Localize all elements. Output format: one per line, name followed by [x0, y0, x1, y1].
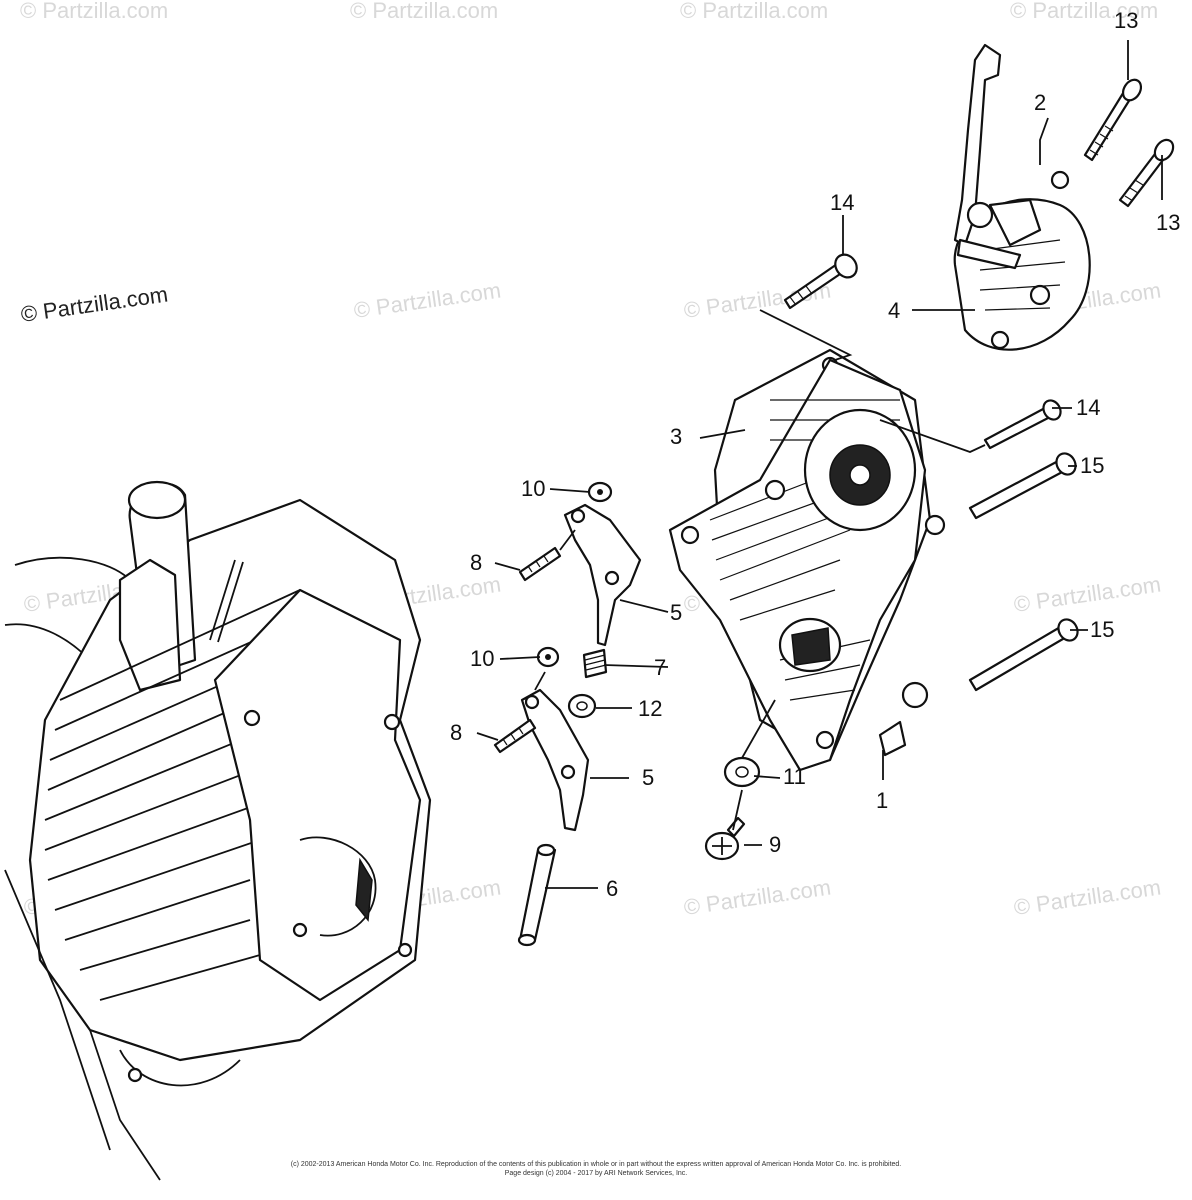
- callout-2: 2: [1034, 90, 1046, 115]
- part-10-nut-upper: [587, 481, 613, 503]
- bolt-15-upper: [968, 452, 1077, 520]
- callout-11: 11: [783, 764, 806, 789]
- part-9-screw: [704, 816, 746, 861]
- watermark: © Partzilla.com: [352, 278, 502, 323]
- bolt-14-upper: [783, 253, 858, 310]
- bolt-15-lower: [968, 618, 1079, 692]
- callout-13: 13: [1114, 8, 1138, 33]
- callout-10: 10: [470, 646, 494, 671]
- watermark-main: © Partzilla.com: [19, 282, 169, 327]
- callout-5: 5: [642, 765, 654, 790]
- part-6-pin: [517, 843, 557, 947]
- part-11-washer: [723, 756, 761, 788]
- callout-14: 14: [1076, 395, 1100, 420]
- engine-head-illustration: [4, 480, 432, 1181]
- watermark: © Partzilla.com: [680, 0, 828, 23]
- callout-4: 4: [888, 298, 900, 323]
- leader-lines: [476, 40, 1163, 889]
- bolt-13-upper: [1083, 78, 1143, 162]
- callout-10: 10: [521, 476, 545, 501]
- part-5-lever-upper: [563, 503, 642, 647]
- callout-15: 15: [1090, 617, 1114, 642]
- callout-14: 14: [830, 190, 854, 215]
- callout-8: 8: [450, 720, 462, 745]
- part-1-cover: [668, 358, 946, 772]
- part-12-washer: [567, 693, 597, 719]
- callout-8: 8: [470, 550, 482, 575]
- callout-labels: 13 2 13 14 4 3 14 15 15 10 8 5 10 7 12 8…: [450, 8, 1180, 901]
- watermark: © Partzilla.com: [1010, 0, 1158, 23]
- watermark: © Partzilla.com: [1012, 572, 1162, 617]
- callout-15: 15: [1080, 453, 1104, 478]
- watermark: © Partzilla.com: [20, 0, 168, 23]
- callout-9: 9: [769, 832, 781, 857]
- callout-13: 13: [1156, 210, 1180, 235]
- footer-page-design: Page design (c) 2004 - 2017 by ARI Netwo…: [505, 1170, 688, 1177]
- part-10-nut-lower: [536, 646, 560, 668]
- part-2-governor-arm: [953, 43, 1042, 270]
- bolt-13-lower: [1118, 138, 1175, 208]
- callout-1: 1: [876, 788, 888, 813]
- callout-12: 12: [638, 696, 662, 721]
- part-5-lever-lower: [520, 688, 590, 832]
- watermark: © Partzilla.com: [682, 875, 832, 920]
- part-4-governor-assembly: [953, 170, 1091, 351]
- bolt-14-right: [983, 399, 1062, 450]
- callout-3: 3: [670, 424, 682, 449]
- part-7-spring: [582, 648, 608, 679]
- callout-6: 6: [606, 876, 618, 901]
- watermark: © Partzilla.com: [350, 0, 498, 23]
- callout-5: 5: [670, 600, 682, 625]
- footer-copyright: (c) 2002-2013 American Honda Motor Co. I…: [291, 1161, 902, 1168]
- callout-7: 7: [654, 655, 666, 680]
- watermark: © Partzilla.com: [1012, 875, 1162, 920]
- part-8-stud-lower: [493, 718, 537, 754]
- part-8-stud-upper: [518, 546, 562, 582]
